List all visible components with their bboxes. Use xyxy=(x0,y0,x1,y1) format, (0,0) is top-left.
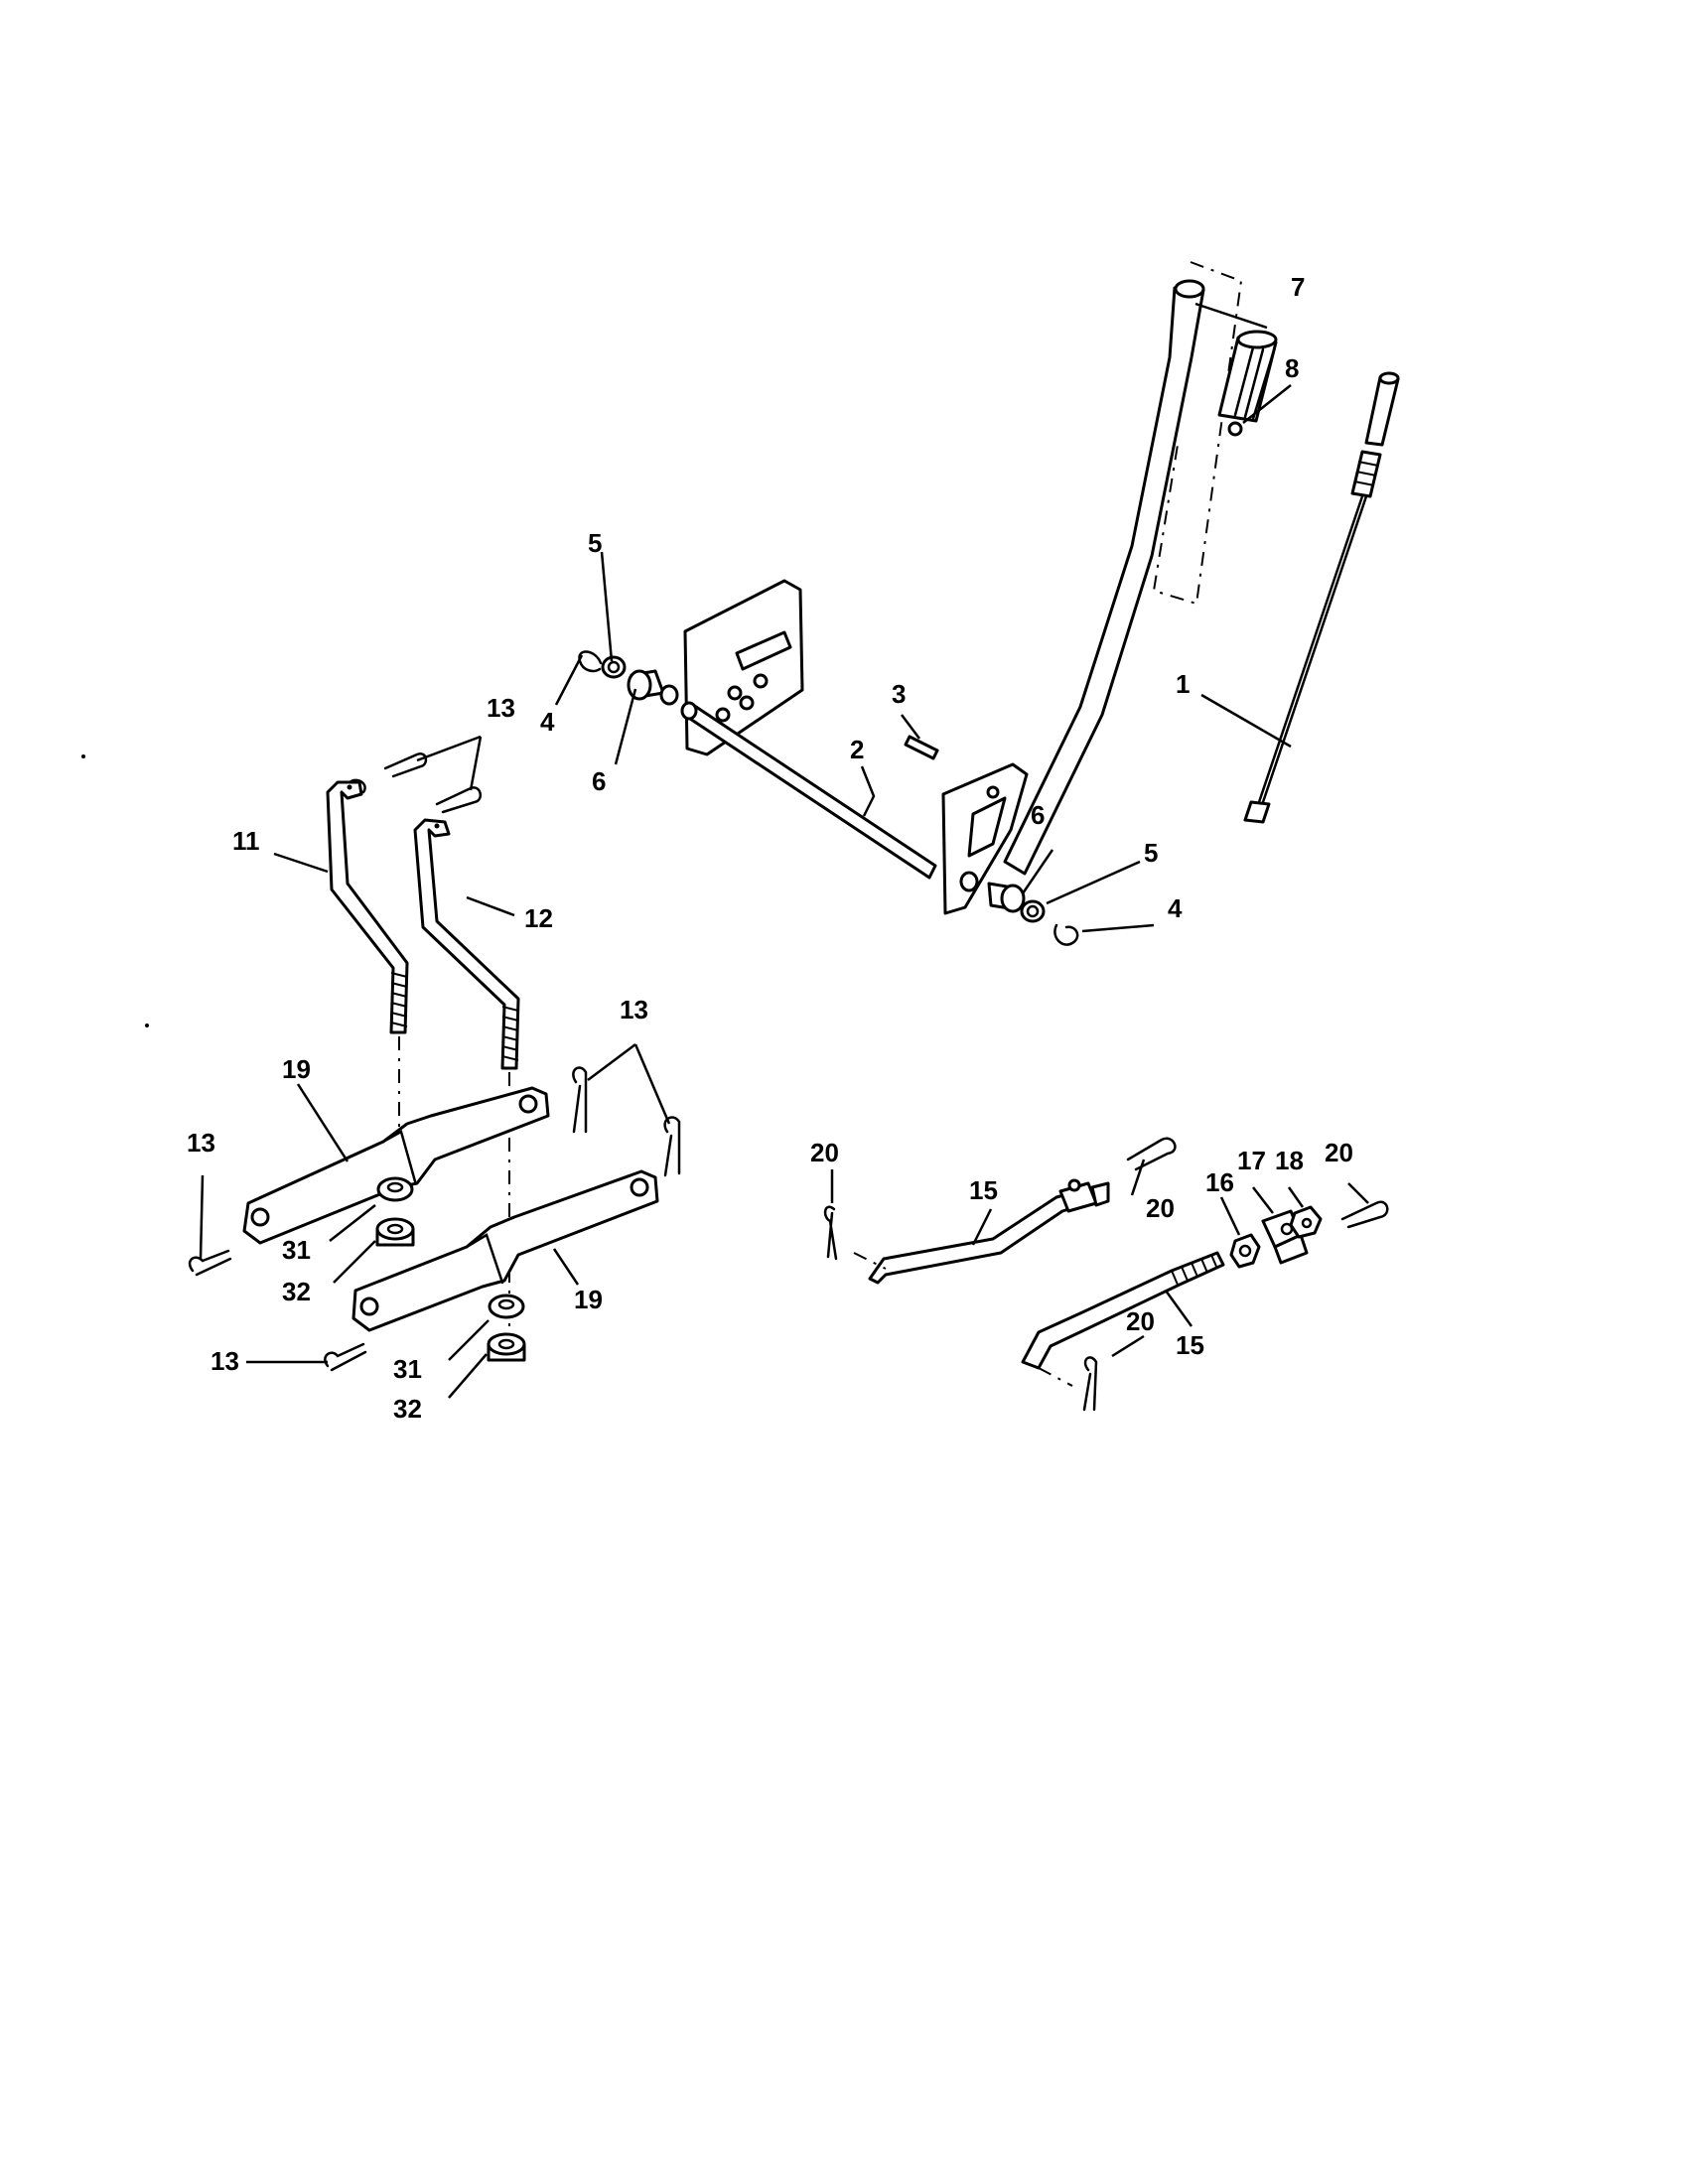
right-bushing xyxy=(959,871,1026,913)
cross-shaft xyxy=(680,701,937,880)
callout-20-bottom: 20 xyxy=(1126,1306,1155,1336)
callout-15-upper: 15 xyxy=(969,1175,998,1205)
left-bushing xyxy=(627,669,679,706)
draft-rod-upper xyxy=(868,1189,1084,1285)
right-retaining-ring xyxy=(1053,923,1079,946)
callout-4-left: 4 xyxy=(540,707,555,737)
left-washer xyxy=(601,655,627,679)
callout-13-mid: 13 xyxy=(620,995,648,1024)
release-rod xyxy=(1243,371,1400,824)
callout-31-lower: 31 xyxy=(393,1354,422,1384)
lift-link-right xyxy=(413,818,520,1070)
callout-5-left: 5 xyxy=(588,528,602,558)
callout-11: 11 xyxy=(232,826,260,856)
hairpin-clip-rod-right xyxy=(1340,1200,1389,1229)
hairpin-clip-bottom xyxy=(324,1342,367,1372)
nut-upper xyxy=(375,1217,415,1247)
callout-13-top: 13 xyxy=(487,693,515,723)
callout-20-top: 20 xyxy=(1146,1193,1175,1223)
hairpin-clip-rod-left xyxy=(823,1205,838,1261)
callout-16: 16 xyxy=(1205,1167,1234,1197)
callout-13-left: 13 xyxy=(187,1128,215,1158)
callout-31-upper: 31 xyxy=(282,1235,311,1265)
hairpin-clip-rod-bottom xyxy=(1082,1356,1098,1412)
lift-arm-upper xyxy=(242,1086,550,1245)
callout-8: 8 xyxy=(1285,353,1299,383)
lift-link-left xyxy=(326,778,409,1034)
callout-20-left: 20 xyxy=(810,1138,839,1167)
hairpin-clip-mid-2 xyxy=(663,1116,681,1177)
bushing-lower xyxy=(488,1294,525,1319)
callout-6-right: 6 xyxy=(1031,800,1045,830)
callout-6-left: 6 xyxy=(592,766,606,796)
hex-nut xyxy=(1229,1233,1261,1269)
callout-13-bottom: 13 xyxy=(210,1346,239,1376)
grip-hidden-outline xyxy=(1152,261,1243,606)
callout-1: 1 xyxy=(1176,669,1190,699)
callout-4-right: 4 xyxy=(1168,893,1183,923)
hairpin-clip-top-2 xyxy=(435,786,483,814)
leader-lines xyxy=(199,302,1369,1399)
trunnion-upper xyxy=(1058,1178,1110,1213)
handle-grip xyxy=(1217,330,1278,423)
callout-32-lower: 32 xyxy=(393,1394,422,1424)
callout-labels: 7 8 1 2 3 5 4 6 5 4 6 11 12 13 13 13 13 … xyxy=(187,272,1353,1424)
callout-3: 3 xyxy=(892,679,906,709)
callout-5-right: 5 xyxy=(1144,838,1158,868)
callout-17: 17 xyxy=(1237,1146,1266,1175)
mounting-plate xyxy=(683,579,804,756)
right-washer xyxy=(1020,899,1046,923)
rod-centerline-upper xyxy=(853,1252,887,1270)
callout-19-lower: 19 xyxy=(574,1285,603,1314)
callout-20-right: 20 xyxy=(1325,1138,1353,1167)
lift-handle xyxy=(1003,279,1205,876)
left-retaining-ring xyxy=(578,650,603,673)
jam-nut xyxy=(1289,1205,1323,1239)
hairpin-clip-rod-top xyxy=(1126,1137,1177,1171)
nut-lower xyxy=(487,1332,526,1362)
lift-arm-lower xyxy=(351,1169,659,1332)
bushing-upper xyxy=(376,1176,414,1202)
roll-pin xyxy=(904,735,939,760)
button xyxy=(1227,421,1243,437)
callout-19-upper: 19 xyxy=(282,1054,311,1084)
trunnion xyxy=(1261,1209,1309,1265)
callout-12: 12 xyxy=(524,903,553,933)
hairpin-clip-mid-1 xyxy=(572,1066,588,1134)
callout-32-upper: 32 xyxy=(282,1277,311,1306)
callout-7: 7 xyxy=(1291,272,1305,302)
rod-centerline-lower xyxy=(1038,1367,1073,1387)
callout-2: 2 xyxy=(850,735,864,764)
callout-18: 18 xyxy=(1275,1146,1304,1175)
callout-15-lower: 15 xyxy=(1176,1330,1204,1360)
hairpin-clip-top-1 xyxy=(383,752,428,778)
draft-rod-lower xyxy=(1021,1251,1225,1370)
hairpin-clip-left xyxy=(188,1249,232,1277)
